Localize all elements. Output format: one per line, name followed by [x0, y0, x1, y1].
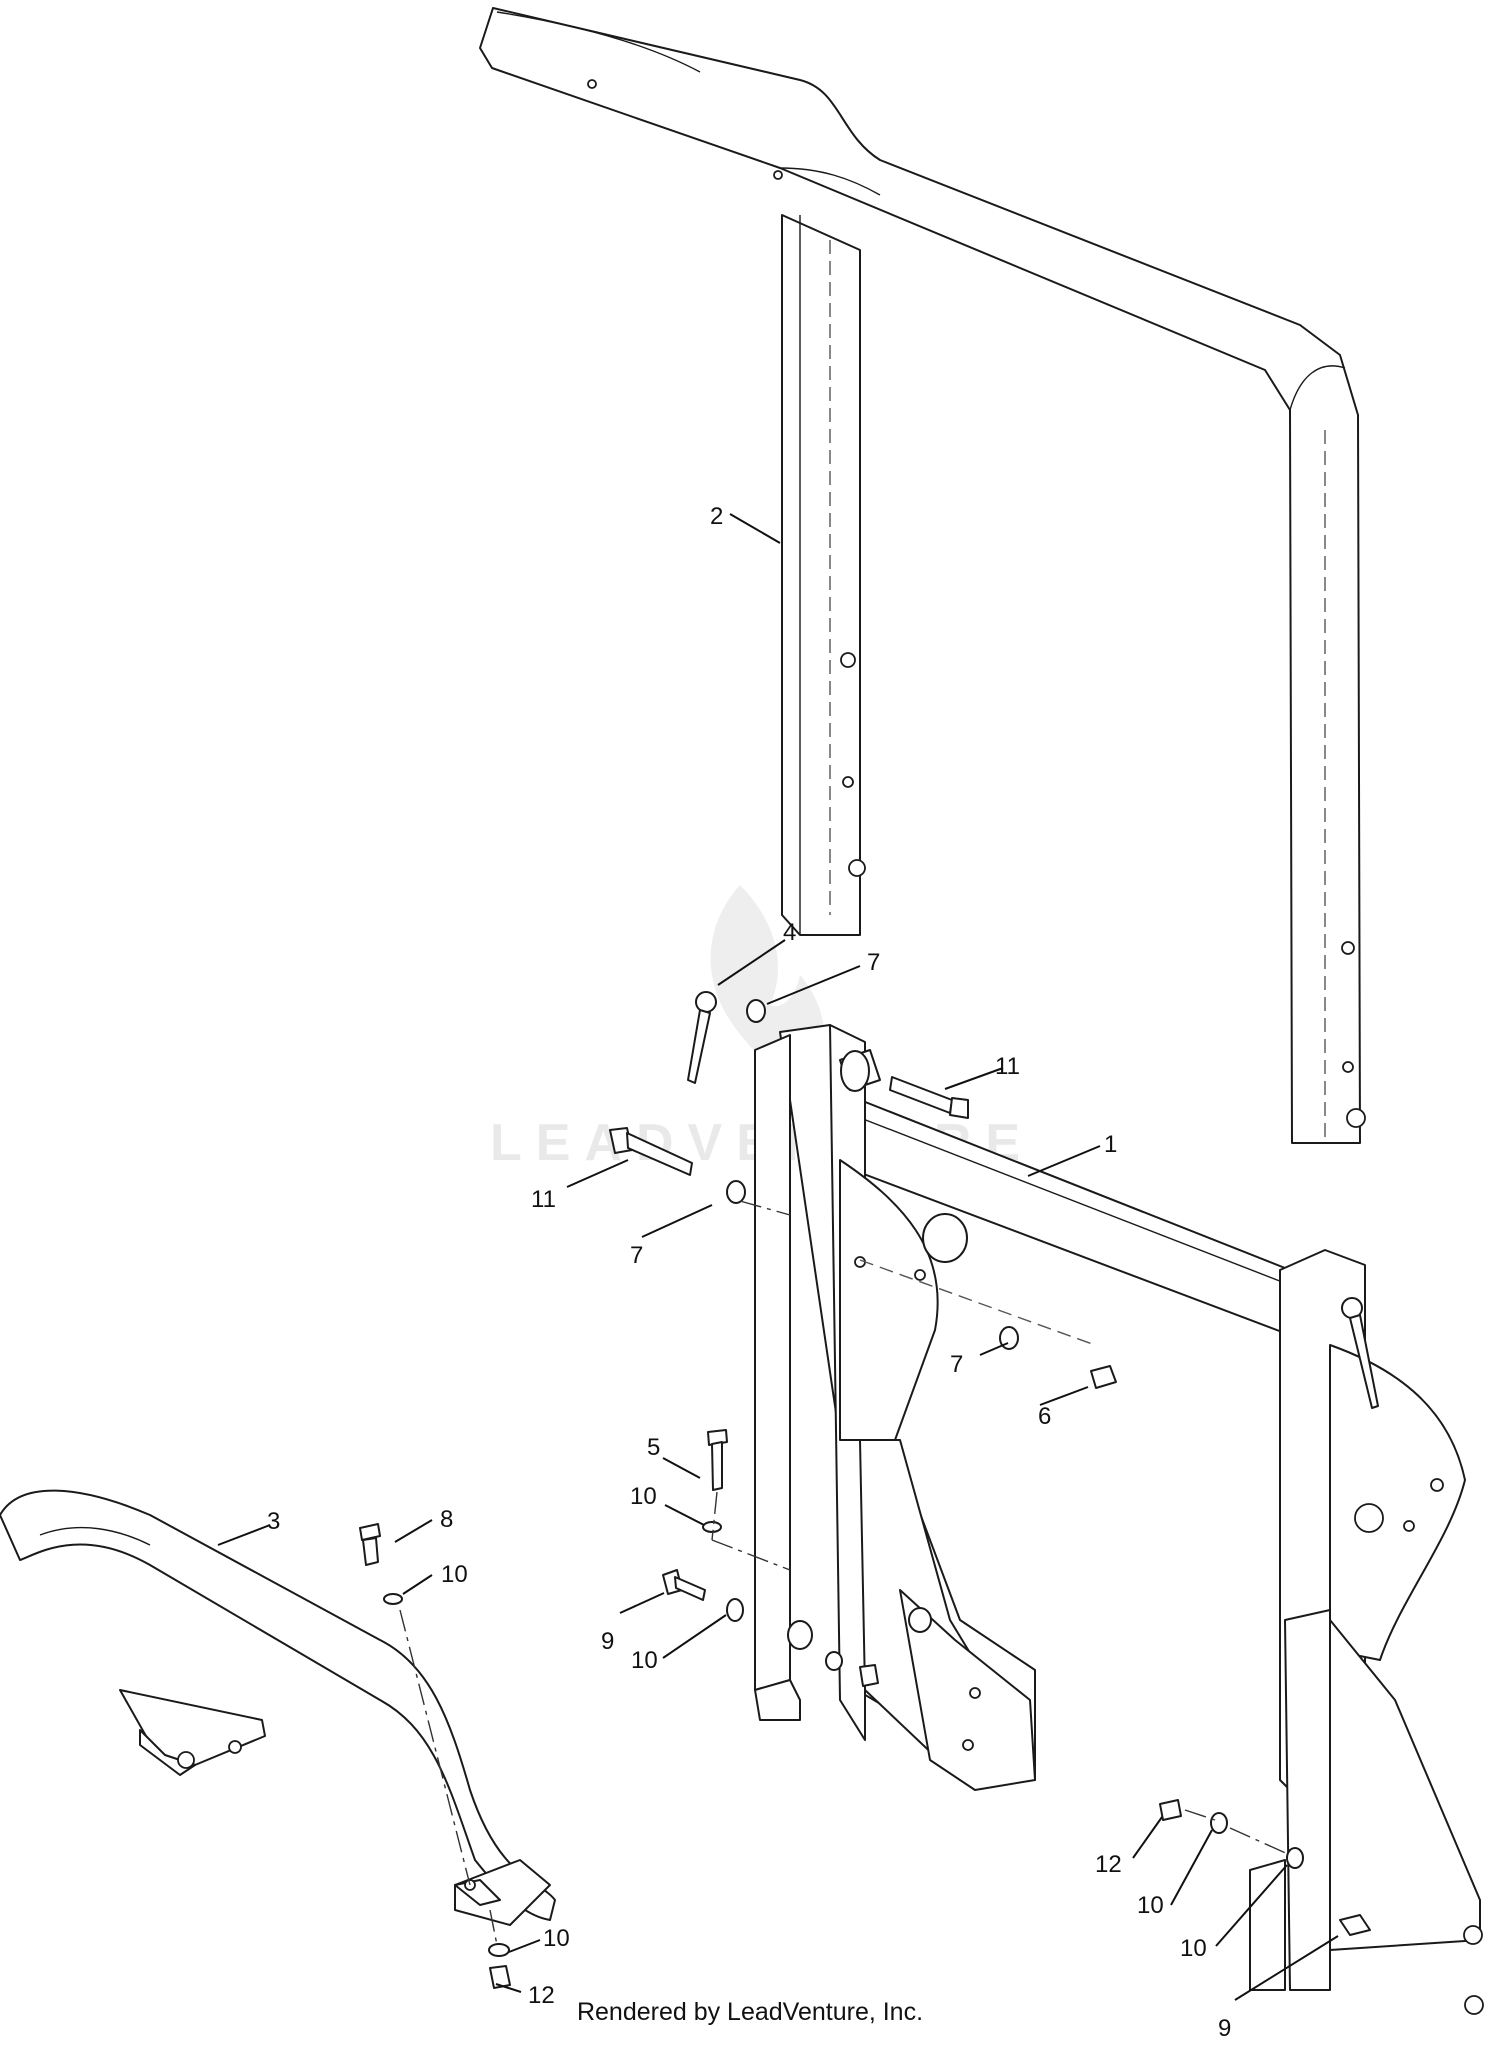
lower-bumper-bar — [0, 1489, 556, 1926]
render-credit: Rendered by LeadVenture, Inc. — [576, 1998, 924, 2026]
bolt-9 — [662, 1569, 706, 1601]
callout-2: 2 — [710, 503, 723, 530]
assembly-centerlines — [399, 1200, 1291, 1946]
callout-3: 3 — [267, 1508, 280, 1535]
nut-12-left — [489, 1965, 511, 1989]
callout-11-left: 11 — [531, 1186, 556, 1213]
washer-10-b — [383, 1593, 403, 1605]
washer-7-top — [746, 999, 766, 1023]
callout-9-left: 9 — [601, 1628, 614, 1655]
callout-6: 6 — [1038, 1403, 1051, 1430]
callout-1: 1 — [1104, 1131, 1117, 1158]
bolt-11-right — [889, 1076, 953, 1114]
washer-7-left — [726, 1180, 746, 1204]
washer-10-e — [1210, 1812, 1228, 1834]
nut-12-right — [1159, 1799, 1182, 1821]
main-frame — [754, 1024, 1484, 2015]
callout-labels: 1 2 3 4 5 6 7 7 7 8 9 9 10 10 10 10 10 1… — [267, 503, 1231, 2042]
washer-10-c — [726, 1598, 744, 1622]
callout-4: 4 — [783, 919, 796, 946]
callout-10-right-b: 10 — [1180, 1935, 1207, 1962]
washer-10-d — [488, 1943, 510, 1957]
washer-10-f — [1286, 1847, 1304, 1869]
callout-11-right: 11 — [995, 1053, 1020, 1080]
bolt-8 — [359, 1523, 381, 1566]
callout-10-bolt9: 10 — [631, 1647, 658, 1674]
callout-10-bolt8: 10 — [441, 1561, 468, 1588]
callout-7-left: 7 — [630, 1242, 643, 1269]
bolt-5 — [707, 1429, 728, 1491]
callout-10-bumper: 10 — [543, 1925, 570, 1952]
callout-7-right: 7 — [950, 1351, 963, 1378]
callout-leaders — [217, 513, 1339, 2001]
callout-7-top: 7 — [867, 949, 880, 976]
pin-4-right — [1341, 1297, 1379, 1409]
callout-8: 8 — [440, 1506, 453, 1533]
callout-10-right-a: 10 — [1137, 1892, 1164, 1919]
pin-4 — [687, 991, 717, 1084]
washer-10-a — [702, 1521, 722, 1533]
hardware — [359, 991, 1379, 1989]
callout-5: 5 — [647, 1434, 660, 1461]
callout-12-left: 12 — [528, 1982, 555, 2009]
callout-9-right: 9 — [1218, 2015, 1231, 2042]
upper-rops-hoop — [479, 7, 1366, 1144]
nut-6 — [1090, 1365, 1117, 1389]
callout-10-bolt5: 10 — [630, 1483, 657, 1510]
callout-12-right: 12 — [1095, 1851, 1122, 1878]
